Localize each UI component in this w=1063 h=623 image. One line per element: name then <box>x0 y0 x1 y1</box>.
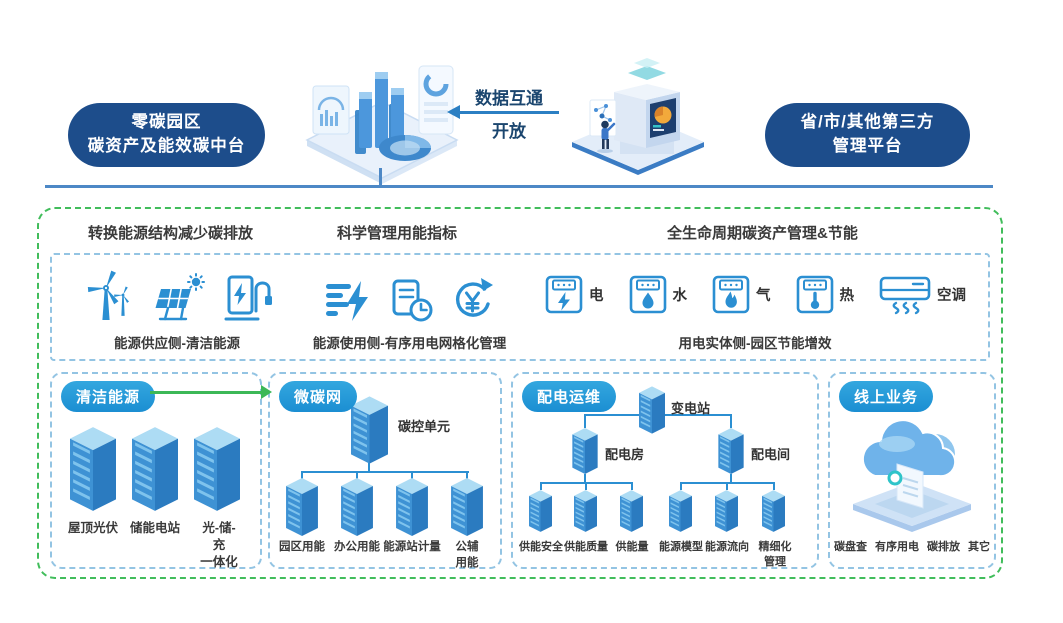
main-container <box>37 207 1003 579</box>
gas-meter-icon <box>712 275 750 314</box>
heading-lifecycle-carbon: 全生命周期碳资产管理&节能 <box>667 225 858 242</box>
yen-cycle-icon <box>455 278 493 317</box>
rack-label: 园区用能 <box>279 541 325 553</box>
online-item: 有序用电 <box>875 541 919 553</box>
clean-energy-badge: 清洁能源 <box>61 381 156 412</box>
server-rack-icon <box>341 478 373 536</box>
water-meter-icon <box>629 275 666 314</box>
server-rack-icon <box>669 490 692 532</box>
dashboard-illustration <box>305 65 459 184</box>
ev-charger-icon <box>224 275 272 321</box>
electric-meter-icon <box>545 275 583 314</box>
heat-meter-unit: 热 <box>795 272 855 316</box>
server-rack-icon <box>132 427 178 511</box>
server-rack-icon <box>529 490 552 532</box>
online-business-badge: 线上业务 <box>839 381 934 412</box>
air-conditioner-icon <box>879 276 931 315</box>
rack-label: 精细化管理 <box>758 541 792 568</box>
online-business-panel: 线上业务 碳盘查 有序用电 碳排放 其它 <box>828 372 996 569</box>
server-rack-icon <box>451 478 483 536</box>
server-rack-icon <box>718 428 744 474</box>
distribution-panel: 配电运维 变电站 配电房 配电间 供能安全 供能质量 供能量 能源模型 能源流向… <box>511 372 819 569</box>
ordered-power-icon <box>325 281 368 321</box>
server-rack-icon <box>396 478 428 536</box>
server-rack-icon <box>70 427 116 511</box>
entity-side-label: 用电实体侧-园区节能增效 <box>678 336 832 351</box>
server-rack-icon <box>715 490 738 532</box>
rack-label: 供能质量 <box>564 541 608 553</box>
usage-side-group: 能源使用侧-有序用电网格化管理 <box>297 265 522 352</box>
server-rack-icon <box>194 427 240 511</box>
server-rack-icon <box>286 478 318 536</box>
server-rack-icon <box>639 386 665 434</box>
rack-label: 屋顶光伏 <box>67 521 119 535</box>
flow-arrow <box>150 385 272 399</box>
rack-label: 能源流向 <box>705 541 749 553</box>
root-node-label: 碳控单元 <box>398 419 451 434</box>
right-platform-pill: 省/市/其他第三方 管理平台 <box>765 103 970 167</box>
rack-label: 供能量 <box>615 541 649 553</box>
horizontal-rule <box>45 185 993 188</box>
server-rack-icon <box>572 428 598 474</box>
server-rack-icon <box>762 490 785 532</box>
heat-meter-icon <box>796 275 833 314</box>
heading-energy-management: 科学管理用能指标 <box>337 225 458 242</box>
rack-label: 储能电站 <box>129 521 181 535</box>
server-rack-icon <box>620 490 643 532</box>
mid-node-label: 配电房 <box>605 447 645 462</box>
usage-side-label: 能源使用侧-有序用电网格化管理 <box>312 336 507 351</box>
supply-side-group: 能源供应侧-清洁能源 <box>67 265 287 352</box>
server-rack-icon <box>351 396 388 464</box>
solar-panel-icon <box>155 273 205 321</box>
right-platform-line2: 管理平台 <box>832 137 903 155</box>
rack-label: 办公用能 <box>334 541 380 553</box>
platform-connector-line <box>379 168 382 186</box>
left-arrow-icon <box>447 105 460 119</box>
online-item: 碳盘查 <box>834 541 867 553</box>
ac-label: 空调 <box>937 287 966 304</box>
left-platform-line2: 碳资产及能效碳中台 <box>87 137 246 155</box>
arrow-line <box>459 111 559 114</box>
electric-label: 电 <box>589 287 604 304</box>
root-node-label: 变电站 <box>671 401 711 416</box>
distribution-badge: 配电运维 <box>522 381 617 412</box>
data-link-label: 数据互通 <box>475 89 543 108</box>
right-platform-line1: 省/市/其他第三方 <box>800 113 935 132</box>
electric-meter-unit: 电 <box>544 272 604 316</box>
mid-node-label: 配电间 <box>751 447 791 462</box>
platform-illustration <box>572 58 704 175</box>
entity-side-group: 电 水 <box>530 265 980 352</box>
document-clock-icon <box>392 279 432 322</box>
heat-label: 热 <box>839 287 855 304</box>
heading-energy-structure: 转换能源结构减少碳排放 <box>88 225 254 242</box>
water-label: 水 <box>672 287 688 304</box>
cloud-service-icon <box>853 419 971 532</box>
rack-label: 能源站计量 <box>383 541 441 553</box>
supply-side-label: 能源供应侧-清洁能源 <box>114 336 240 351</box>
air-conditioner-unit: 空调 <box>878 272 966 316</box>
left-platform-pill: 零碳园区 碳资产及能效碳中台 <box>68 103 265 167</box>
micro-carbon-panel: 微碳网 碳控单元 园区用能 办公用能 能源站计量 公辅用能 <box>268 372 502 569</box>
micro-carbon-badge: 微碳网 <box>279 381 358 412</box>
gas-label: 气 <box>756 287 771 304</box>
water-meter-unit: 水 <box>628 272 688 316</box>
online-items-row: 碳盘查 有序用电 碳排放 其它 <box>830 538 994 554</box>
rack-label: 公辅用能 <box>455 541 479 569</box>
online-item: 其它 <box>968 541 990 553</box>
icon-strip: 能源供应侧-清洁能源 <box>50 253 990 361</box>
wind-turbine-icon <box>87 270 130 320</box>
left-platform-line1: 零碳园区 <box>131 113 202 132</box>
server-rack-icon <box>574 490 597 532</box>
clean-energy-panel: 清洁能源 屋顶光伏 储能电站 光-储-充 一体化 <box>50 372 262 569</box>
rack-label: 光-储-充 一体化 <box>200 521 238 569</box>
rack-label: 供能安全 <box>519 541 563 553</box>
gas-meter-unit: 气 <box>711 272 771 316</box>
rack-label: 能源模型 <box>659 541 703 553</box>
online-item: 碳排放 <box>927 541 960 553</box>
data-link-label-2: 开放 <box>492 122 526 141</box>
